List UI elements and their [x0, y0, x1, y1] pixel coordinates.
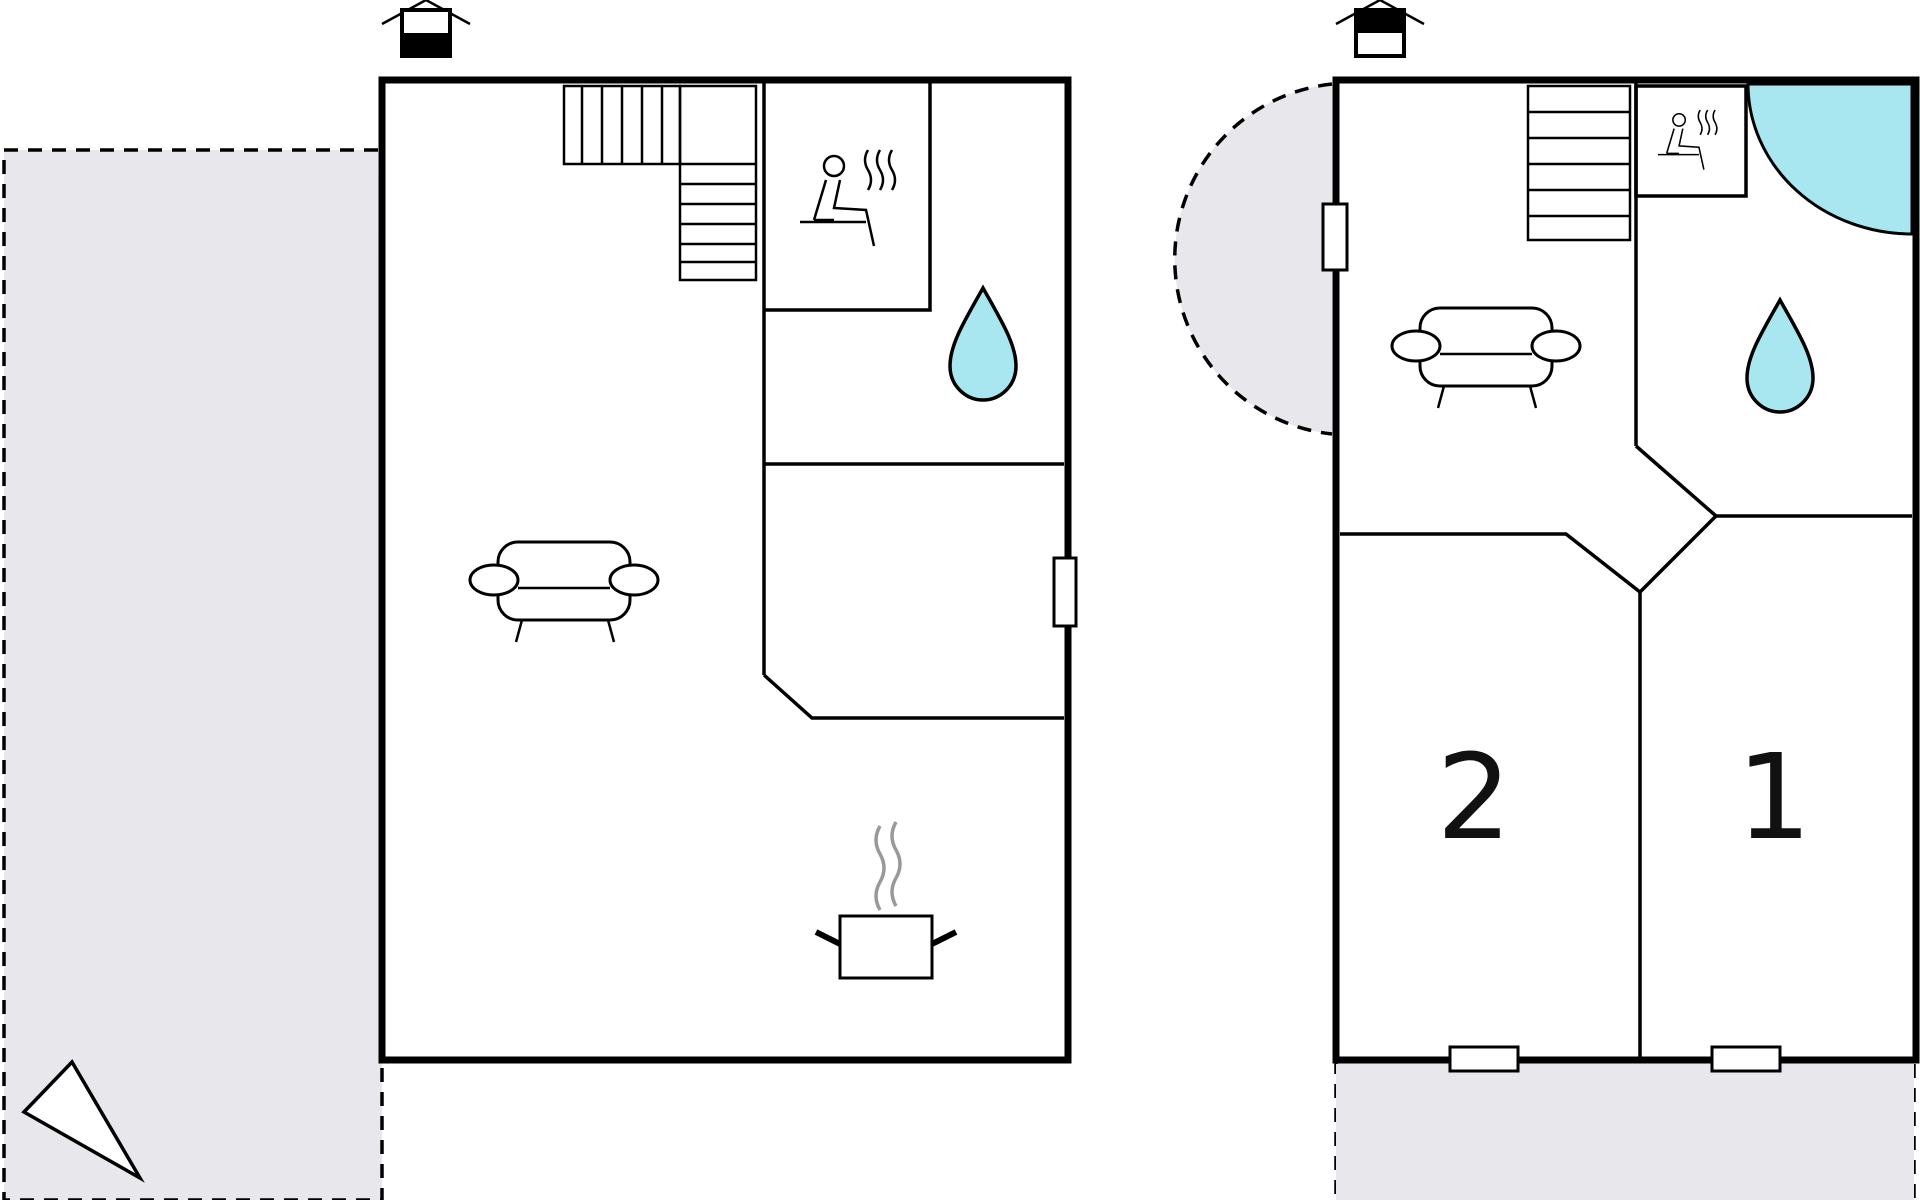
- upper-floor-outer-wall: [1332, 76, 1920, 1064]
- stairs-icon: [562, 84, 758, 282]
- north-arrow-icon: [21, 1059, 145, 1183]
- living-room-icon: [1390, 306, 1582, 409]
- window-icon: [1052, 556, 1078, 628]
- room-number-2: 2: [1436, 728, 1511, 866]
- living-room-icon: [468, 540, 660, 643]
- window-icon: [1321, 202, 1349, 272]
- shower-icon: [1746, 82, 1914, 236]
- window-icon: [1448, 1045, 1520, 1073]
- kitchen-icon: [814, 821, 958, 980]
- entrance-icon: [381, 0, 471, 58]
- stairs-icon: [1526, 84, 1632, 242]
- room-number-1: 1: [1736, 728, 1811, 866]
- sauna-icon: [800, 149, 897, 247]
- entrance-icon: [1335, 0, 1425, 58]
- window-icon: [1710, 1045, 1782, 1073]
- sauna-icon: [1658, 109, 1718, 170]
- terrace-left: [2, 148, 384, 1200]
- ground-floor-plan: [2, 0, 1078, 1200]
- bathroom-icon: [1745, 296, 1815, 414]
- bathroom-icon: [948, 284, 1018, 402]
- upper-floor-plan: 2 1: [1173, 0, 1920, 1200]
